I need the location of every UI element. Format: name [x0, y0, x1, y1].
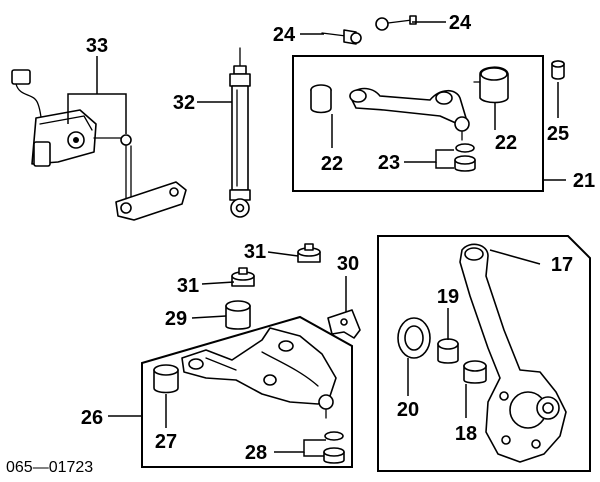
stopper-part-25: [551, 60, 565, 80]
callout-27: 27: [155, 431, 177, 453]
upper-ball-joint: [454, 116, 470, 132]
callout-28: 28: [245, 442, 267, 464]
lower-bushing-part-29: [225, 300, 251, 330]
shock-absorber-part-32: [229, 47, 251, 218]
callout-30: 30: [337, 253, 359, 275]
callout-33: 33: [86, 35, 108, 57]
callout-22-left: 22: [321, 153, 343, 175]
sensor-connector: [11, 69, 31, 85]
lower-arm-part-26: [153, 327, 345, 464]
callout-31-upper: 31: [244, 241, 266, 263]
callout-17: 17: [551, 254, 573, 276]
bracket-part-30: [327, 309, 361, 339]
lower-arm-group-box: [141, 315, 353, 468]
sensor-link-plate: [115, 181, 187, 221]
diagram-code: 065—01723: [6, 459, 93, 476]
upper-bushing-left: [310, 89, 332, 114]
cam-bolt-right: [387, 19, 413, 24]
callout-18: 18: [455, 423, 477, 445]
knuckle-group-box: [377, 235, 591, 472]
leader-lines: [67, 21, 566, 457]
callout-29: 29: [165, 308, 187, 330]
callout-32: 32: [173, 92, 195, 114]
callout-24-left: 24: [273, 24, 296, 46]
callout-20: 20: [397, 399, 419, 421]
callout-23: 23: [378, 152, 400, 174]
cam-bolts-part-24: [321, 15, 417, 45]
cam-washer: [375, 17, 389, 31]
upper-arm-part-21: [310, 66, 509, 172]
dust-boot-ring-top: [455, 143, 475, 153]
lower-arm-bushing: [153, 369, 179, 394]
callout-labels: 33 32 24 24 22 22 23 25 21 31 31 30 29 2…: [81, 12, 595, 464]
callout-24-right: 24: [449, 12, 472, 34]
height-sensor-part-33: [11, 69, 187, 221]
callout-31-lower: 31: [177, 275, 199, 297]
cam-bolt-left: [321, 32, 347, 37]
callout-25: 25: [547, 123, 569, 145]
shock-body: [231, 85, 249, 191]
shock-cushion: [229, 73, 251, 87]
stabilizer-bushings-part-31: [231, 243, 321, 287]
callout-19: 19: [437, 286, 459, 308]
lower-control-arm: [181, 327, 337, 405]
callout-21: 21: [573, 170, 595, 192]
dust-seal-ring-top: [324, 431, 344, 441]
upper-arm-group-box: [292, 55, 544, 192]
callout-26: 26: [81, 407, 103, 429]
lower-ball-joint: [318, 394, 334, 410]
steering-knuckle-part-17: [397, 243, 567, 463]
lower-bushing: [225, 300, 251, 312]
callout-22-right: 22: [495, 132, 517, 154]
